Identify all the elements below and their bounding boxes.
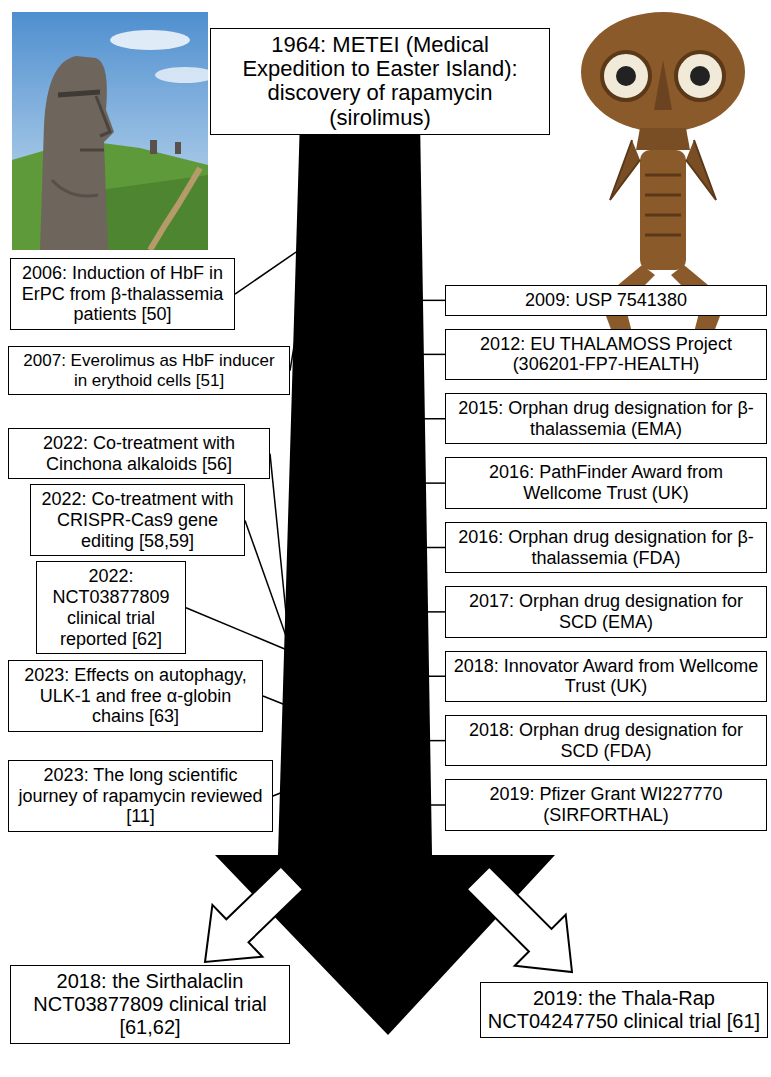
leader-line: [421, 354, 445, 356]
leader-line: [422, 418, 445, 420]
timeline-box: 2022: Co-treatment with CRISPR-Cas9 gene…: [30, 484, 245, 556]
figure-pupil: [690, 66, 710, 86]
box-text: 2023: Effects on autophagy, ULK-1 and fr…: [15, 665, 256, 727]
box-text: 2016: Orphan drug designation for β-thal…: [452, 527, 760, 568]
moai-statue: [40, 56, 114, 250]
milestone-box: 2016: PathFinder Award from Wellcome Tru…: [445, 457, 767, 508]
timeline-box: 2023: The long scientific journey of rap…: [8, 760, 273, 832]
leader-line: [426, 676, 445, 678]
leader-line: [428, 804, 445, 806]
leader-line: [270, 454, 288, 630]
box-text: 2009: USP 7541380: [452, 290, 760, 311]
leader-line: [423, 482, 445, 484]
branch-arrow: [205, 867, 303, 963]
box-text: 2016: PathFinder Award from Wellcome Tru…: [452, 462, 760, 503]
leader-line: [235, 250, 299, 294]
moai-nose: [96, 96, 110, 136]
figure-eye: [602, 52, 650, 100]
milestone-box: 2012: EU THALAMOSS Project (306201-FP7-H…: [445, 329, 767, 380]
leader-line: [420, 300, 445, 302]
milestone-box: 2018: Orphan drug designation for SCD (F…: [445, 715, 767, 766]
figure-ribs: [645, 175, 681, 235]
box-text: 2007: Everolimus as HbF inducer in eryth…: [15, 351, 283, 390]
box-text: 2022: NCT03877809 clinical trial reporte…: [43, 566, 179, 649]
milestone-box: 2009: USP 7541380: [445, 285, 767, 316]
box-text: 2022: Co-treatment with CRISPR-Cas9 gene…: [37, 489, 238, 551]
box-text: 2015: Orphan drug designation for β-thal…: [452, 398, 760, 439]
timeline-box: 2023: Effects on autophagy, ULK-1 and fr…: [8, 660, 263, 732]
leader-line: [263, 696, 285, 705]
figure-eye: [676, 52, 724, 100]
moai-brow: [58, 92, 100, 95]
leader-line: [273, 792, 283, 796]
title-text: 1964: METEI (Medical Expedition to Easte…: [217, 33, 543, 130]
leader-line: [186, 608, 287, 650]
box-text: 2017: Orphan drug designation for SCD (E…: [452, 591, 760, 632]
trial-box: 2019: the Thala-Rap NCT04247750 clinical…: [480, 982, 768, 1038]
small-moai: [175, 142, 181, 154]
leader-line: [427, 740, 445, 742]
branch-arrow: [467, 867, 572, 972]
box-text: 2019: the Thala-Rap NCT04247750 clinical…: [487, 987, 761, 1033]
timeline-box: 2022: Co-treatment with Cinchona alkaloi…: [8, 428, 270, 479]
cloud: [155, 67, 208, 83]
figure-torso: [640, 150, 686, 270]
milestone-box: 2015: Orphan drug designation for β-thal…: [445, 393, 767, 444]
figure-head: [581, 12, 745, 132]
trial-box: 2018: the Sirthalaclin NCT03877809 clini…: [10, 965, 290, 1044]
milestone-box: 2017: Orphan drug designation for SCD (E…: [445, 586, 767, 637]
box-text: 2023: The long scientific journey of rap…: [15, 765, 266, 827]
box-text: 2006: Induction of HbF in ErPC from β-th…: [17, 263, 228, 325]
milestone-box: 2019: Pfizer Grant WI227770 (SIRFORTHAL): [445, 779, 767, 830]
title-box: 1964: METEI (Medical Expedition to Easte…: [210, 28, 550, 135]
figure-arm: [610, 140, 640, 200]
leader-line: [425, 611, 445, 613]
box-text: 2022: Co-treatment with Cinchona alkaloi…: [15, 433, 263, 474]
timeline-box: 2006: Induction of HbF in ErPC from β-th…: [10, 258, 235, 330]
leader-line: [424, 547, 445, 549]
box-text: 2018: Innovator Award from Wellcome Trus…: [452, 656, 760, 697]
figure-nose: [654, 60, 672, 110]
milestone-box: 2016: Orphan drug designation for β-thal…: [445, 522, 767, 573]
leader-line: [290, 330, 297, 371]
moai-photo: [12, 12, 208, 250]
moai-arm: [52, 180, 98, 196]
figure-chin: [636, 128, 690, 150]
figure-pupil: [616, 66, 636, 86]
cloud: [110, 30, 190, 50]
box-text: 2019: Pfizer Grant WI227770 (SIRFORTHAL): [452, 784, 760, 825]
sky: [12, 12, 208, 250]
box-text: 2018: the Sirthalaclin NCT03877809 clini…: [17, 970, 283, 1039]
small-moai: [150, 140, 157, 154]
box-text: 2012: EU THALAMOSS Project (306201-FP7-H…: [452, 334, 760, 375]
leader-line: [245, 520, 287, 640]
figure-arm: [686, 140, 716, 200]
stairs: [150, 168, 200, 250]
timeline-box: 2022: NCT03877809 clinical trial reporte…: [36, 561, 186, 654]
milestone-box: 2018: Innovator Award from Wellcome Trus…: [445, 651, 767, 702]
timeline-box: 2007: Everolimus as HbF inducer in eryth…: [8, 346, 290, 395]
box-text: 2018: Orphan drug designation for SCD (F…: [452, 720, 760, 761]
moai-lips: [80, 149, 104, 152]
